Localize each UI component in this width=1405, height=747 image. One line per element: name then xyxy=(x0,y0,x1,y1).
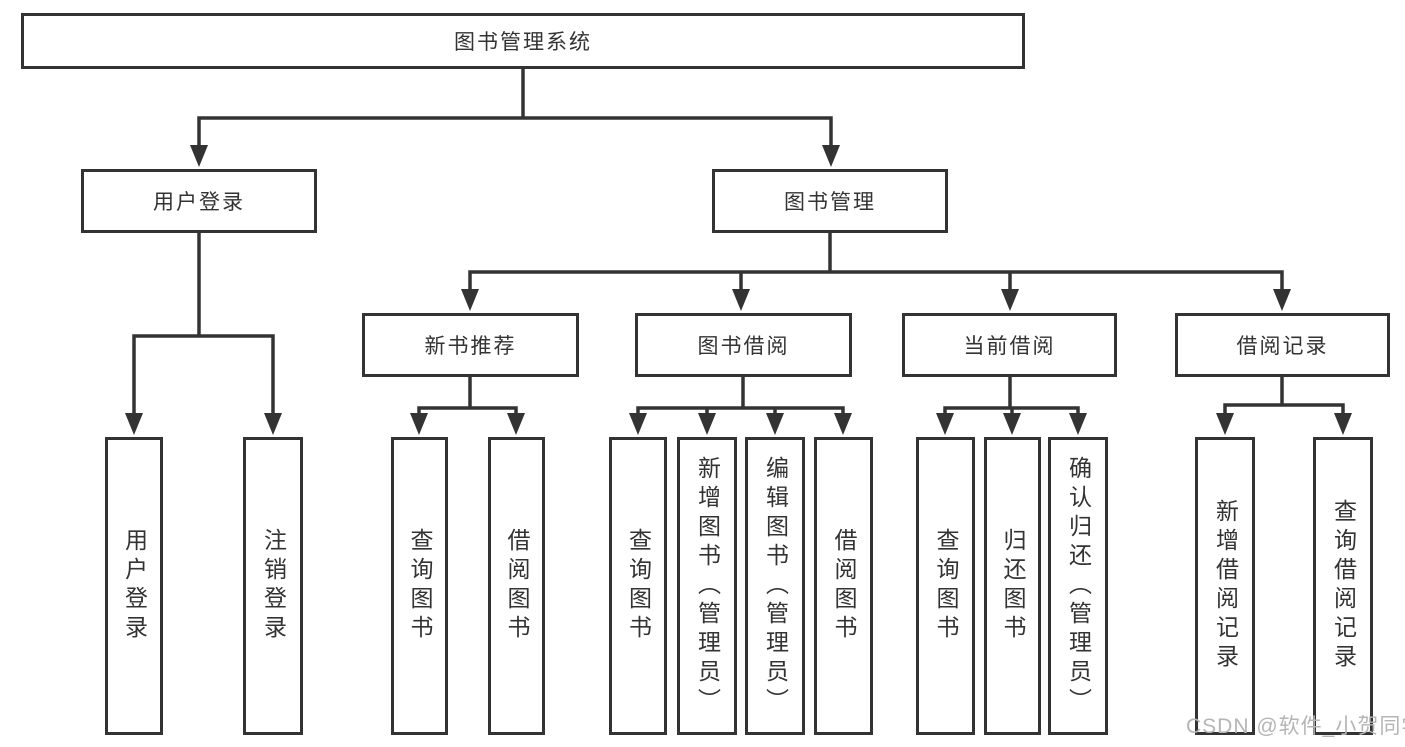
leaf-edit-books-admin-label: 编辑图书（管理员） xyxy=(762,455,789,717)
node-book-borrowing: 图书借阅 xyxy=(635,313,852,377)
arrowhead xyxy=(1334,413,1352,435)
node-book-management-label: 图书管理 xyxy=(784,191,876,214)
node-new-book-recommend: 新书推荐 xyxy=(362,313,579,377)
arrowhead xyxy=(264,413,282,435)
leaf-add-books-admin-label: 新增图书（管理员） xyxy=(694,455,721,717)
arrowhead xyxy=(936,413,954,435)
arrowhead xyxy=(698,413,716,435)
node-book-borrowing-label: 图书借阅 xyxy=(697,335,790,358)
leaf-user-login: 用户登录 xyxy=(105,437,163,735)
node-user-login-label: 用户登录 xyxy=(153,191,245,214)
arrowhead xyxy=(125,413,143,435)
arrowhead xyxy=(190,145,208,167)
leaf-add-borrow-record: 新增借阅记录 xyxy=(1195,437,1255,735)
arrowhead xyxy=(1003,413,1021,435)
leaf-query-books-2-label: 查询图书 xyxy=(625,528,652,644)
node-root-library-system: 图书管理系统 xyxy=(21,13,1025,69)
leaf-borrow-books-2: 借阅图书 xyxy=(814,437,873,735)
connector-bookmgmt-to-modules xyxy=(461,231,1291,311)
arrowhead xyxy=(629,413,647,435)
connector-newbooks-to-leaves xyxy=(410,375,525,435)
leaf-query-books-3-label: 查询图书 xyxy=(933,528,959,644)
leaf-logout: 注销登录 xyxy=(243,437,303,735)
leaf-borrow-books-2-label: 借阅图书 xyxy=(831,528,857,644)
leaf-edit-books-admin: 编辑图书（管理员） xyxy=(745,437,805,735)
csdn-watermark: CSDN @软件_小贺同学 xyxy=(1186,715,1405,738)
leaf-query-books-2: 查询图书 xyxy=(609,437,667,735)
connector-borrow-to-leaves xyxy=(629,375,852,435)
arrowhead xyxy=(766,413,784,435)
connector-current-to-leaves xyxy=(936,375,1087,435)
arrowhead xyxy=(732,289,750,311)
connector-root-to-level2 xyxy=(190,67,840,167)
leaf-return-books-label: 归还图书 xyxy=(1000,528,1026,644)
arrowhead xyxy=(461,289,479,311)
connector-userlogin-to-leaves xyxy=(125,231,282,435)
node-borrowing-records-label: 借阅记录 xyxy=(1236,335,1329,358)
leaf-add-books-admin: 新增图书（管理员） xyxy=(677,437,737,735)
leaf-logout-label: 注销登录 xyxy=(260,528,287,644)
arrowhead xyxy=(410,413,428,435)
leaf-query-borrow-record: 查询借阅记录 xyxy=(1313,437,1373,735)
leaf-query-books-1-label: 查询图书 xyxy=(407,528,433,644)
connector-records-to-leaves xyxy=(1216,375,1352,435)
arrowhead xyxy=(1001,289,1019,311)
arrowhead xyxy=(507,413,525,435)
leaf-borrow-books-1: 借阅图书 xyxy=(488,437,545,735)
leaf-confirm-return-admin-label: 确认归还（管理员） xyxy=(1065,455,1092,717)
node-current-borrowing: 当前借阅 xyxy=(902,313,1117,377)
node-book-management-branch: 图书管理 xyxy=(712,169,948,233)
leaf-borrow-books-1-label: 借阅图书 xyxy=(504,528,530,644)
leaf-query-borrow-record-label: 查询借阅记录 xyxy=(1330,499,1357,673)
arrowhead xyxy=(822,145,840,167)
arrowhead xyxy=(834,413,852,435)
leaf-return-books: 归还图书 xyxy=(984,437,1041,735)
node-current-borrowing-label: 当前借阅 xyxy=(963,335,1056,358)
leaf-confirm-return-admin: 确认归还（管理员） xyxy=(1048,437,1108,735)
node-new-book-recommend-label: 新书推荐 xyxy=(424,335,517,358)
node-root-label: 图书管理系统 xyxy=(454,31,592,54)
arrowhead xyxy=(1069,413,1087,435)
leaf-user-login-label: 用户登录 xyxy=(121,528,148,644)
node-borrowing-records: 借阅记录 xyxy=(1175,313,1390,377)
node-user-login-branch: 用户登录 xyxy=(81,169,317,233)
leaf-add-borrow-record-label: 新增借阅记录 xyxy=(1212,499,1239,673)
arrowhead xyxy=(1273,289,1291,311)
leaf-query-books-1: 查询图书 xyxy=(391,437,448,735)
leaf-query-books-3: 查询图书 xyxy=(916,437,975,735)
arrowhead xyxy=(1216,413,1234,435)
